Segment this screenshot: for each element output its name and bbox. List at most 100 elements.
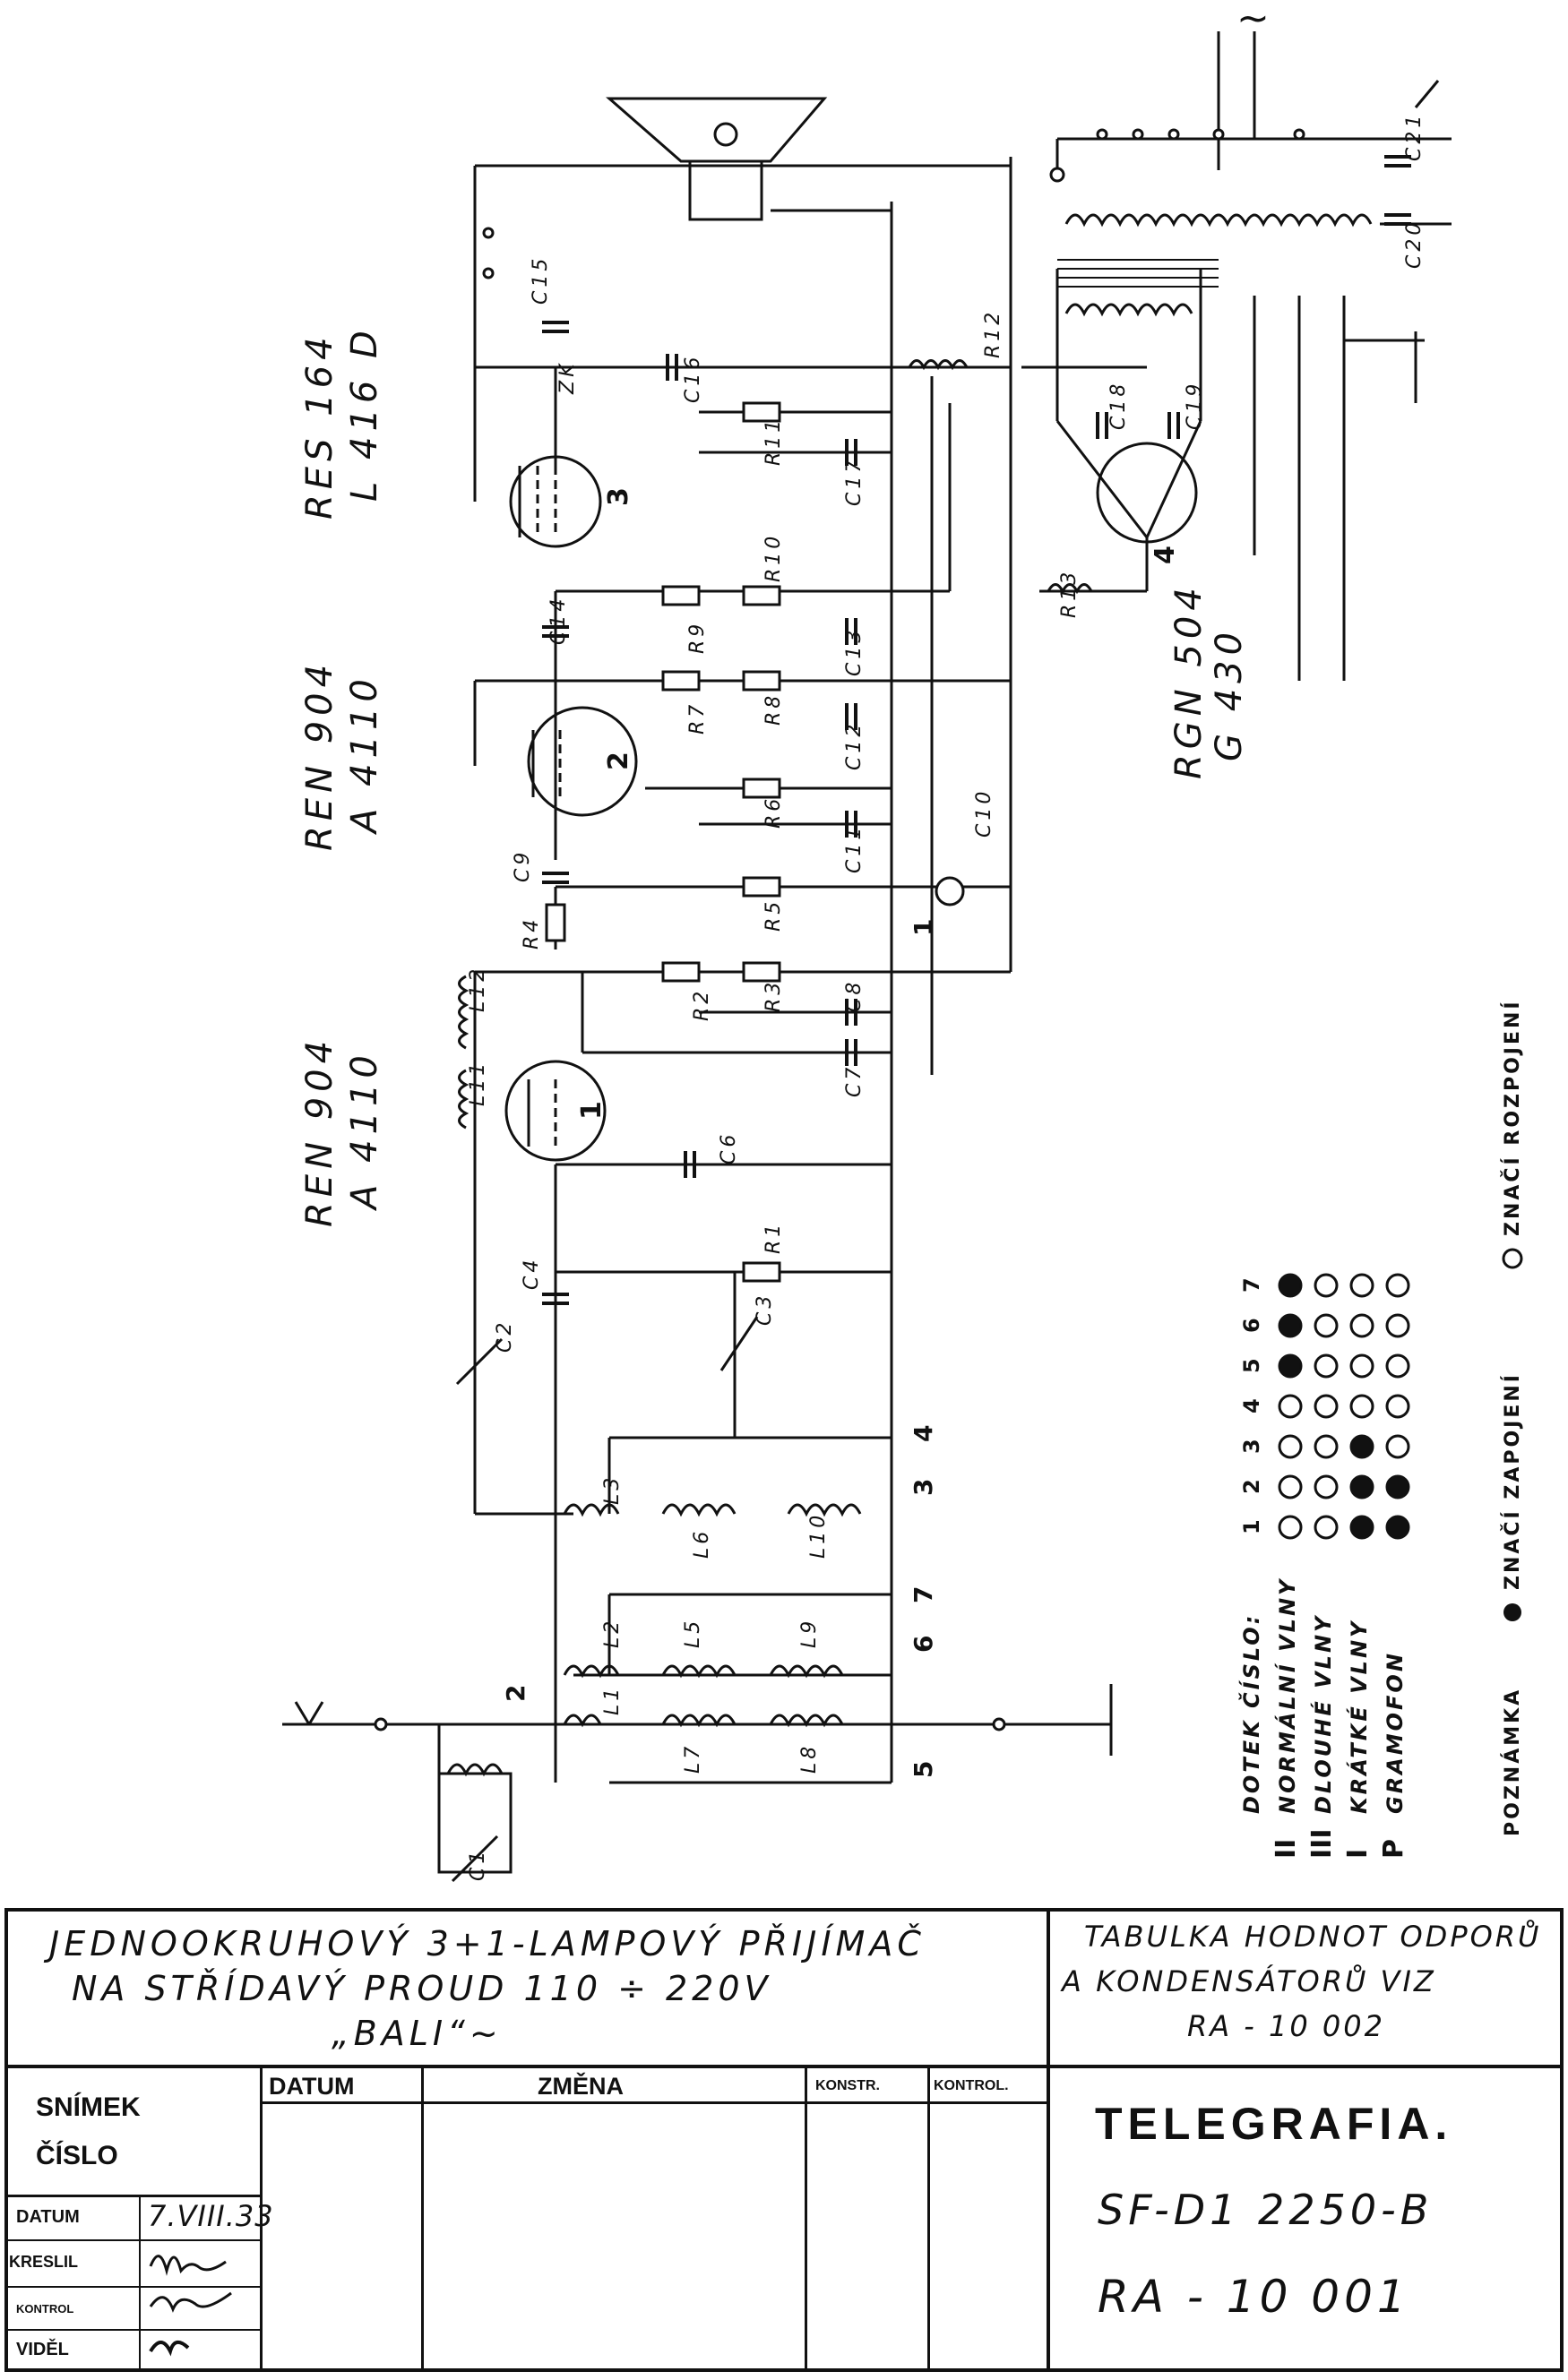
signature-kreslil: [149, 2255, 227, 2276]
label-C7: C7: [843, 1064, 866, 1097]
label-C17: C17: [843, 457, 866, 506]
tube-type-label: REN 904: [299, 659, 340, 851]
contacts-row-code: I: [1342, 1849, 1374, 1859]
contacts-column-number: 2: [1239, 1479, 1264, 1494]
contact-open-dot: [1314, 1313, 1339, 1338]
contacts-row-label: NORMÁLNÍ VLNY: [1274, 1577, 1300, 1814]
contacts-row-label: DLOUHÉ VLNY: [1310, 1614, 1336, 1814]
legend-closed: ZNAČÍ ZAPOJENÍ: [1501, 1372, 1524, 1590]
contact-open-dot: [1349, 1394, 1374, 1419]
signatures: [149, 2255, 232, 2357]
label-L6: L6: [691, 1528, 713, 1559]
cislo-label: ČÍSLO: [36, 2141, 118, 2170]
label-L9: L9: [798, 1618, 821, 1648]
column-zmena: ZMĚNA: [538, 2073, 624, 2100]
revision-col-line: [421, 2068, 424, 2372]
label-R12: R12: [982, 309, 1004, 358]
label-L11: L11: [467, 1060, 489, 1106]
signature-videl: [149, 2341, 190, 2357]
label-C4: C4: [521, 1257, 543, 1290]
table-ref-line-1: TABULKA HODNOT ODPORŮ: [1084, 1920, 1542, 1954]
open-dot-icon: [1502, 1248, 1523, 1269]
label-L3: L3: [601, 1474, 624, 1505]
tube-alt-label: A 4110: [344, 1050, 385, 1212]
label-C6: C6: [718, 1131, 740, 1164]
label-C2: C2: [494, 1319, 516, 1353]
label-C8: C8: [843, 979, 866, 1012]
label-R4: R4: [521, 916, 543, 949]
label-L2: L2: [601, 1618, 624, 1648]
switch-number: 3: [909, 1479, 938, 1496]
label-C12: C12: [843, 721, 866, 770]
tube-number: 1: [576, 1101, 607, 1120]
contacts-column-number: 1: [1239, 1519, 1264, 1534]
title-divider-vertical: [1047, 1908, 1050, 2372]
contact-open-dot: [1314, 1515, 1339, 1540]
switch-number: 6: [909, 1636, 938, 1653]
label-R6: R6: [762, 795, 785, 829]
label-L5: L5: [682, 1618, 704, 1648]
tube-alt-label: L 416 D: [344, 325, 385, 502]
label-C9: C9: [512, 849, 534, 882]
contacts-row-label: KRÁTKÉ VLNY: [1346, 1620, 1372, 1814]
label-L12: L12: [467, 966, 489, 1012]
tube-type-label: RES 164: [299, 331, 340, 520]
contact-closed-dot: [1385, 1515, 1410, 1540]
switch-number: 5: [909, 1761, 938, 1778]
signature-kontrol: [149, 2291, 232, 2313]
left-label-line: [4, 2239, 260, 2241]
revision-header-line: [260, 2101, 1047, 2104]
ac-symbol: ~: [1236, 0, 1270, 41]
contacts-row-label: GRAMOFON: [1383, 1651, 1408, 1814]
revision-col-line: [927, 2068, 930, 2372]
contact-open-dot: [1314, 1474, 1339, 1499]
tube-number: 4: [1150, 546, 1181, 564]
contacts-column-number: 5: [1239, 1358, 1264, 1373]
contact-open-dot: [1349, 1313, 1374, 1338]
contact-closed-dot: [1349, 1474, 1374, 1499]
contacts-column-number: 6: [1239, 1318, 1264, 1333]
label-L1: L1: [601, 1685, 624, 1715]
label-R7: R7: [686, 701, 709, 735]
datum-label: DATUM: [16, 2207, 80, 2227]
contact-open-dot: [1349, 1353, 1374, 1379]
company-name: TELEGRAFIA.: [1095, 2099, 1453, 2149]
contact-closed-dot: [1278, 1313, 1303, 1338]
contact-closed-dot: [1385, 1474, 1410, 1499]
ra-number: RA - 10 001: [1098, 2271, 1410, 2323]
drawing-number: SF-D1 2250-B: [1098, 2186, 1434, 2234]
contacts-column-number: 4: [1239, 1398, 1264, 1413]
tube-type-label: RGN 504: [1168, 582, 1210, 779]
switch-number: 2: [501, 1685, 530, 1702]
contact-open-dot: [1385, 1353, 1410, 1379]
contact-open-dot: [1314, 1394, 1339, 1419]
kontrol-label: KONTROL: [16, 2302, 74, 2316]
snimek-label: SNÍMEK: [36, 2092, 141, 2122]
label-L10: L10: [807, 1512, 830, 1559]
note-label: POZNÁMKA: [1501, 1688, 1524, 1836]
label-R5: R5: [762, 898, 785, 932]
tube-alt-label: G 430: [1209, 627, 1250, 761]
contact-open-dot: [1385, 1313, 1410, 1338]
title-line-2: NA STŘÍDAVÝ PROUD 110 ÷ 220V: [72, 1969, 772, 2008]
label-C1: C1: [467, 1848, 489, 1881]
label-R2: R2: [691, 988, 713, 1021]
switch-number: 7: [909, 1586, 938, 1603]
contact-open-dot: [1278, 1394, 1303, 1419]
contact-closed-dot: [1349, 1515, 1374, 1540]
label-C20: C20: [1403, 219, 1426, 269]
title-line-3: „BALI“~: [332, 2014, 503, 2053]
contact-closed-dot: [1278, 1353, 1303, 1379]
datum-value: 7.VIII.33: [148, 2199, 274, 2233]
contact-open-dot: [1385, 1434, 1410, 1459]
tube-number: 3: [603, 487, 634, 506]
label-L8: L8: [798, 1743, 821, 1774]
contacts-column-number: 3: [1239, 1439, 1264, 1454]
revision-col-line: [805, 2068, 807, 2372]
table-ref-line-2: A KONDENSÁTORŮ VIZ: [1062, 1964, 1436, 1998]
left-label-col: [139, 2195, 141, 2372]
contacts-header: DOTEK ČÍSLO:: [1237, 1613, 1264, 1814]
label-R1: R1: [762, 1221, 785, 1254]
